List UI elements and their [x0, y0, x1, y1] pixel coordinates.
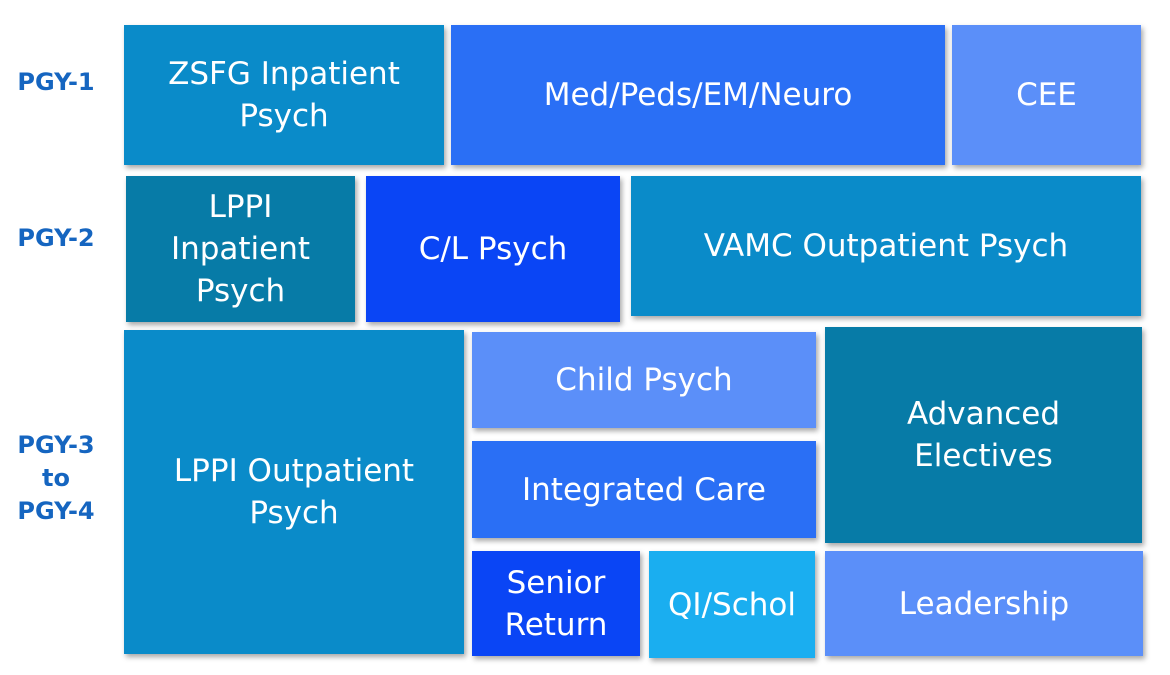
- block-qi-schol: QI/Schol: [649, 551, 815, 658]
- block-lppi-inpatient-psych: LPPI Inpatient Psych: [126, 176, 355, 322]
- block-cee: CEE: [952, 25, 1141, 165]
- block-cl-psych: C/L Psych: [366, 176, 620, 322]
- block-leadership: Leadership: [825, 551, 1143, 656]
- block-child-psych: Child Psych: [472, 332, 816, 428]
- block-vamc-outpatient-psych: VAMC Outpatient Psych: [631, 176, 1141, 316]
- block-med-peds-em-neuro: Med/Peds/EM/Neuro: [451, 25, 945, 165]
- block-integrated-care: Integrated Care: [472, 441, 816, 538]
- block-senior-return: Senior Return: [472, 551, 640, 656]
- row-label-pgy3-to-pgy4: PGY-3 to PGY-4: [17, 430, 95, 525]
- block-zsfg-inpatient-psych: ZSFG Inpatient Psych: [124, 25, 444, 165]
- row-label-pgy1: PGY-1: [17, 67, 95, 96]
- row-label-pgy2: PGY-2: [17, 223, 95, 252]
- block-advanced-electives: Advanced Electives: [825, 327, 1142, 543]
- block-lppi-outpatient-psych: LPPI Outpatient Psych: [124, 330, 464, 654]
